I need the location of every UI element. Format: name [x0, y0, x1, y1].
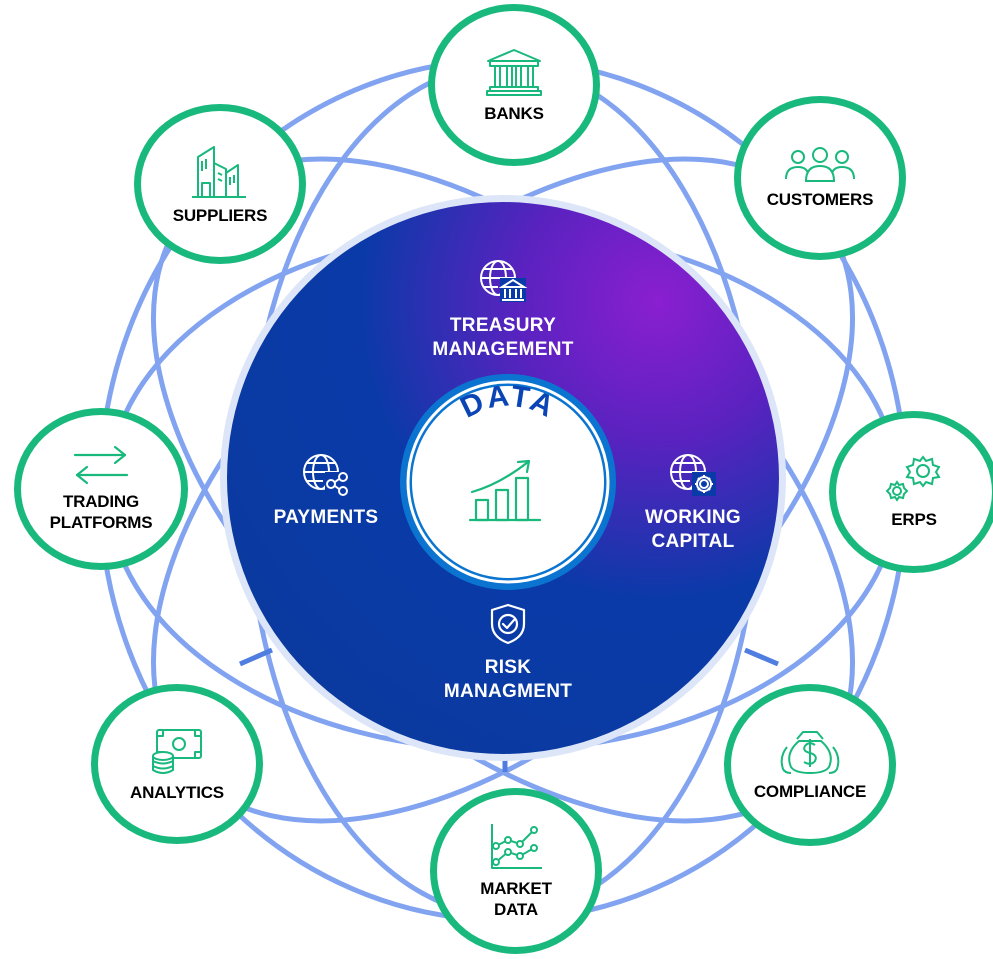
- node-market-data[interactable]: MARKET DATA: [430, 788, 602, 954]
- money-bags-icon: [780, 730, 840, 774]
- node-label-erps: ERPs: [891, 509, 937, 529]
- gears-icon: [885, 454, 941, 502]
- node-label-suppliers: SUPPLIERS: [172, 205, 268, 225]
- inner-item-risk[interactable]: RISK MANAGMENT: [413, 602, 603, 704]
- inner-item-treasury[interactable]: TREASURY MANAGEMENT: [403, 258, 603, 362]
- bar-chart-growth-icon: [468, 459, 542, 522]
- node-banks[interactable]: BANKS: [428, 4, 600, 166]
- node-label-banks: BANKS: [484, 103, 544, 123]
- node-label-analytics: ANALYTICS: [130, 782, 224, 802]
- inner-item-payments[interactable]: PAYMENTS: [246, 452, 406, 530]
- globe-bank-icon: [480, 260, 528, 302]
- node-suppliers[interactable]: SUPPLIERS: [134, 104, 306, 264]
- tick-right: [744, 647, 779, 667]
- exchange-arrows-icon: [73, 445, 129, 485]
- node-erps[interactable]: ERPs: [829, 411, 993, 573]
- line-chart-icon: [491, 824, 542, 869]
- node-customers[interactable]: CUSTOMERS: [734, 96, 906, 260]
- inner-label-payments: PAYMENTS: [273, 507, 379, 528]
- node-label-market-data: MARKET DATA: [480, 879, 552, 919]
- globe-share-icon: [303, 454, 349, 496]
- inner-item-working-capital[interactable]: WORKING CAPITAL: [613, 452, 773, 554]
- inner-label-working-capital: WORKING CAPITAL: [644, 507, 742, 552]
- bank-icon: [486, 48, 542, 96]
- shield-check-icon: [490, 603, 526, 645]
- buildings-icon: [192, 145, 246, 198]
- node-label-compliance: COMPLIANCE: [753, 781, 867, 801]
- people-icon: [785, 146, 855, 182]
- node-analytics[interactable]: ANALYTICS: [91, 684, 263, 844]
- inner-label-treasury: TREASURY MANAGEMENT: [432, 315, 574, 360]
- inner-label-risk: RISK MANAGMENT: [443, 657, 573, 702]
- node-label-trading-platforms: TRADING PLATFORMS: [49, 492, 153, 532]
- tick-left: [238, 647, 274, 667]
- node-compliance[interactable]: COMPLIANCE: [724, 684, 896, 846]
- cash-coins-icon: [152, 728, 202, 774]
- node-label-customers: CUSTOMERS: [766, 189, 874, 209]
- globe-gear-icon: [670, 454, 716, 496]
- node-trading-platforms[interactable]: TRADING PLATFORMS: [14, 408, 188, 570]
